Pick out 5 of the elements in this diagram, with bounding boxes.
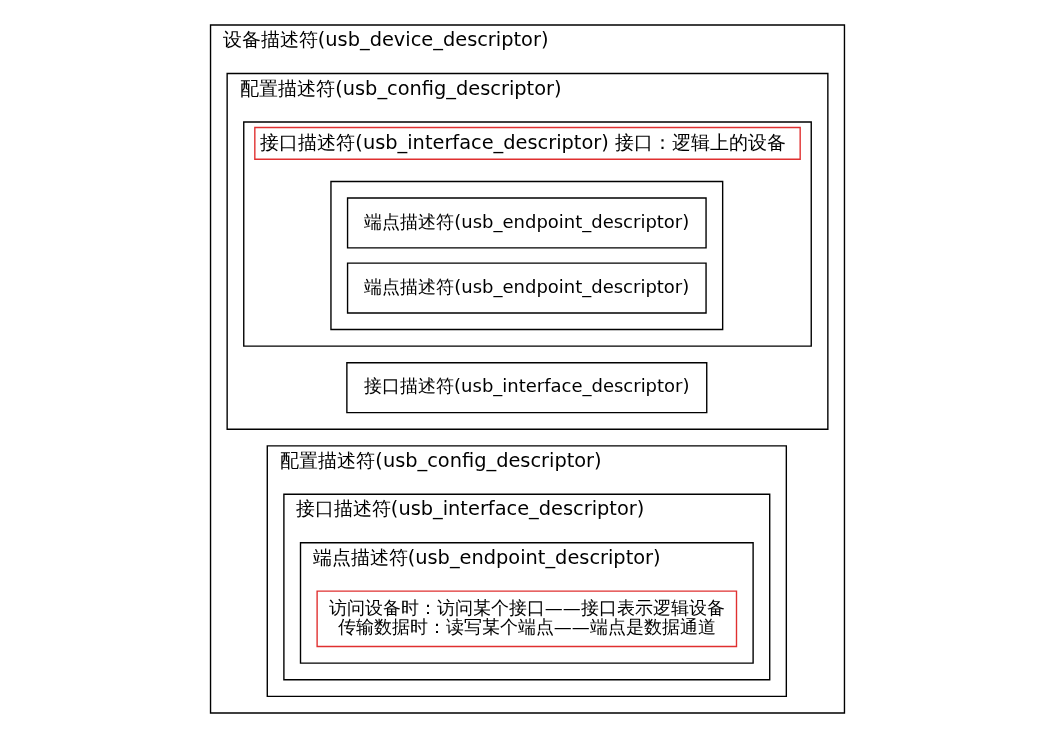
node-box: 访问设备时：访问某个接口——接口表示逻辑设备 传输数据时：读写某个端点——端点是数据通道: [315, 590, 737, 648]
node-box: 端点描述符(usb_endpoint_descriptor): [346, 262, 707, 314]
node-box: 接口描述符(usb_interface_descriptor): [345, 362, 707, 414]
cluster: [329, 180, 723, 331]
node-box: 端点描述符(usb_endpoint_descriptor): [346, 197, 707, 249]
